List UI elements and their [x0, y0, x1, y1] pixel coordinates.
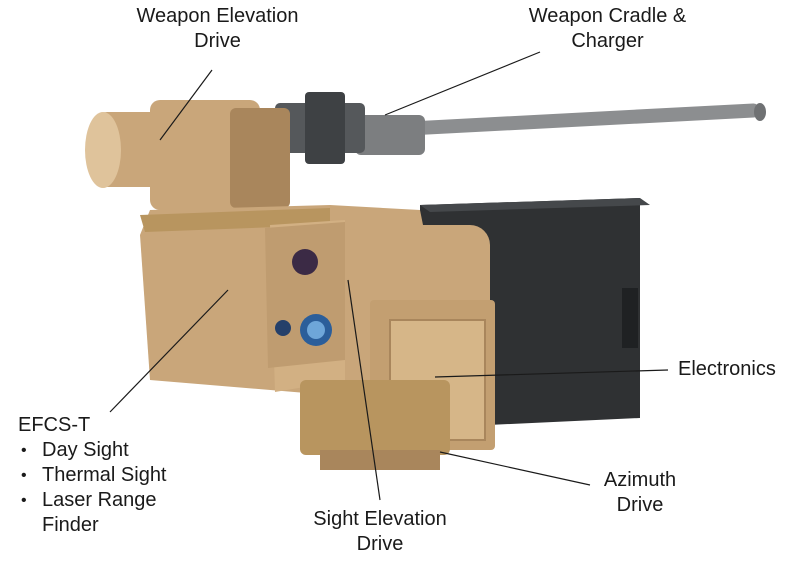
efcs-item: Day Sight — [18, 438, 208, 463]
efcs-sensor-block — [265, 222, 345, 368]
azimuth-base — [300, 380, 450, 470]
efcs-item: Thermal Sight — [18, 463, 208, 488]
efcs-item-continuation: Finder — [42, 514, 99, 536]
leader-sight-elevation — [347, 279, 381, 501]
gun-barrel — [275, 92, 766, 164]
leader-efcs — [109, 289, 229, 413]
label-weapon-cradle-charger: Weapon Cradle & Charger — [505, 4, 710, 54]
weapon-elevation-line2: Drive — [194, 30, 241, 52]
efcs-item: Laser Range — [18, 488, 208, 513]
leader-azimuth — [439, 451, 591, 486]
sight-elevation-line1: Sight Elevation — [313, 508, 447, 530]
label-electronics: Electronics — [678, 357, 776, 382]
label-weapon-elevation-drive: Weapon Elevation Drive — [115, 4, 320, 54]
label-efcs-t: EFCS-T Day Sight Thermal Sight Laser Ran… — [18, 413, 208, 538]
leader-lines — [109, 51, 669, 501]
weapon-cradle-line2: Charger — [571, 30, 644, 52]
weapon-cradle-line1: Weapon Cradle & — [528, 5, 687, 27]
weapon-elevation-drive — [85, 100, 290, 210]
label-azimuth-drive: Azimuth Drive — [585, 468, 695, 518]
efcs-title: EFCS-T — [18, 414, 91, 436]
leader-weapon-elevation — [159, 69, 213, 141]
electronics-line1: Electronics — [678, 358, 776, 380]
leader-electronics — [434, 369, 669, 378]
azimuth-line1: Azimuth — [603, 469, 677, 491]
efcs-component-list: Day Sight Thermal Sight Laser Range — [18, 438, 208, 513]
azimuth-line2: Drive — [616, 494, 664, 516]
label-sight-elevation-drive: Sight Elevation Drive — [290, 507, 470, 557]
sight-elevation-line2: Drive — [356, 533, 404, 555]
weapon-elevation-line1: Weapon Elevation — [136, 5, 299, 27]
leader-weapon-cradle — [384, 51, 541, 116]
